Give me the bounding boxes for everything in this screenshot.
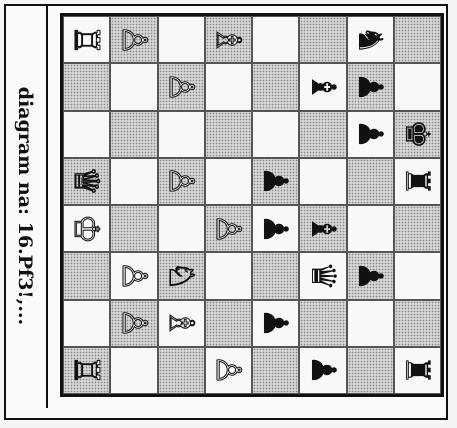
- board-square[interactable]: ♟: [252, 205, 299, 252]
- caption-band: diagram na: 16.Pf3!,...: [4, 4, 48, 408]
- board-square[interactable]: [158, 205, 205, 252]
- white-pawn-icon[interactable]: ♙: [211, 355, 245, 385]
- white-pawn-icon[interactable]: ♙: [117, 24, 151, 54]
- white-king-icon[interactable]: ♔: [70, 213, 104, 243]
- board-square[interactable]: [205, 63, 252, 110]
- board-square[interactable]: [63, 63, 110, 110]
- board-square[interactable]: [394, 205, 441, 252]
- board-square[interactable]: [158, 347, 205, 394]
- board-square[interactable]: [394, 252, 441, 299]
- board-square[interactable]: ♟: [347, 63, 394, 110]
- board-square[interactable]: ♛: [299, 252, 346, 299]
- board-square[interactable]: ♙: [110, 252, 157, 299]
- board-square[interactable]: ♙: [205, 347, 252, 394]
- board-square[interactable]: ♟: [347, 111, 394, 158]
- board-square[interactable]: [299, 158, 346, 205]
- black-pawn-icon[interactable]: ♟: [259, 213, 293, 243]
- board-square[interactable]: [394, 300, 441, 347]
- chess-board: ♖ ♙ ♗ ♞ ♙ ♝ ♟ ♟ ♚ ♕ ♙ ♟ ♜ ♔ ♙ ♟ ♝ ♙ ♘ ♛ ♟ ♙ ♗ ♟ ♖ ♙ ♟ ♜: [60, 13, 444, 397]
- board-square[interactable]: ♕: [63, 158, 110, 205]
- board-square[interactable]: [299, 300, 346, 347]
- board-square[interactable]: ♖: [63, 16, 110, 63]
- board-square[interactable]: ♞: [347, 16, 394, 63]
- black-bishop-icon[interactable]: ♝: [306, 72, 340, 102]
- board-square[interactable]: [299, 16, 346, 63]
- white-pawn-icon[interactable]: ♙: [117, 308, 151, 338]
- board-square[interactable]: [110, 63, 157, 110]
- white-rook-icon[interactable]: ♖: [70, 24, 104, 54]
- board-square[interactable]: [347, 205, 394, 252]
- board-square[interactable]: [63, 252, 110, 299]
- white-pawn-icon[interactable]: ♙: [164, 166, 198, 196]
- board-square[interactable]: ♗: [158, 300, 205, 347]
- white-pawn-icon[interactable]: ♙: [117, 261, 151, 291]
- black-pawn-icon[interactable]: ♟: [306, 355, 340, 385]
- black-pawn-icon[interactable]: ♟: [353, 72, 387, 102]
- board-square[interactable]: ♙: [158, 63, 205, 110]
- board-square[interactable]: [110, 347, 157, 394]
- black-knight-icon[interactable]: ♞: [353, 24, 387, 54]
- board-square[interactable]: ♙: [205, 205, 252, 252]
- board-square[interactable]: ♙: [158, 158, 205, 205]
- white-rook-icon[interactable]: ♖: [70, 355, 104, 385]
- board-square[interactable]: [299, 111, 346, 158]
- board-square[interactable]: [205, 300, 252, 347]
- board-square[interactable]: ♟: [299, 347, 346, 394]
- board-square[interactable]: [110, 205, 157, 252]
- board-square[interactable]: [158, 16, 205, 63]
- diagram-caption: diagram na: 16.Pf3!,...: [14, 87, 36, 325]
- board-square[interactable]: ♙: [110, 16, 157, 63]
- white-bishop-icon[interactable]: ♗: [211, 24, 245, 54]
- board-square[interactable]: ♖: [63, 347, 110, 394]
- board-square[interactable]: [347, 347, 394, 394]
- board-square[interactable]: ♔: [63, 205, 110, 252]
- black-pawn-icon[interactable]: ♟: [353, 119, 387, 149]
- board-square[interactable]: ♟: [347, 252, 394, 299]
- board-square[interactable]: [205, 111, 252, 158]
- white-queen-icon[interactable]: ♕: [70, 166, 104, 196]
- white-bishop-icon[interactable]: ♗: [164, 308, 198, 338]
- board-square[interactable]: ♝: [299, 63, 346, 110]
- board-square[interactable]: ♙: [110, 300, 157, 347]
- board-square[interactable]: ♜: [394, 347, 441, 394]
- black-king-icon[interactable]: ♚: [400, 119, 434, 149]
- board-square[interactable]: [252, 347, 299, 394]
- white-pawn-icon[interactable]: ♙: [211, 213, 245, 243]
- black-rook-icon[interactable]: ♜: [400, 166, 434, 196]
- board-square[interactable]: ♟: [252, 158, 299, 205]
- black-rook-icon[interactable]: ♜: [400, 355, 434, 385]
- board-square[interactable]: [110, 158, 157, 205]
- board-square[interactable]: ♜: [394, 158, 441, 205]
- board-square[interactable]: [205, 158, 252, 205]
- board-square[interactable]: [347, 158, 394, 205]
- white-pawn-icon[interactable]: ♙: [164, 72, 198, 102]
- board-square[interactable]: ♟: [252, 300, 299, 347]
- board-square[interactable]: [252, 252, 299, 299]
- black-queen-icon[interactable]: ♛: [306, 261, 340, 291]
- board-square[interactable]: ♚: [394, 111, 441, 158]
- board-square[interactable]: [110, 111, 157, 158]
- black-pawn-icon[interactable]: ♟: [259, 166, 293, 196]
- board-square[interactable]: ♘: [158, 252, 205, 299]
- board-square[interactable]: [158, 111, 205, 158]
- black-bishop-icon[interactable]: ♝: [306, 213, 340, 243]
- board-square[interactable]: [347, 300, 394, 347]
- white-knight-icon[interactable]: ♘: [164, 261, 198, 291]
- board-square[interactable]: [394, 63, 441, 110]
- black-pawn-icon[interactable]: ♟: [259, 308, 293, 338]
- board-square[interactable]: [252, 63, 299, 110]
- black-pawn-icon[interactable]: ♟: [353, 261, 387, 291]
- board-square[interactable]: ♝: [299, 205, 346, 252]
- board-square[interactable]: [63, 111, 110, 158]
- board-square[interactable]: [63, 300, 110, 347]
- board-square[interactable]: [252, 16, 299, 63]
- board-square[interactable]: [252, 111, 299, 158]
- board-square[interactable]: [394, 16, 441, 63]
- board-square[interactable]: [205, 252, 252, 299]
- board-square[interactable]: ♗: [205, 16, 252, 63]
